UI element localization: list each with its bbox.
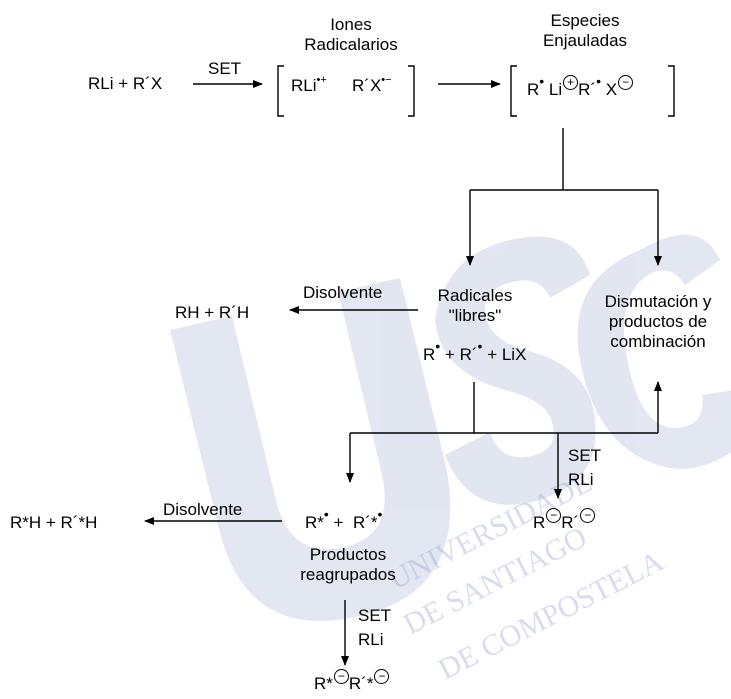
bracket-caged-left — [510, 65, 517, 117]
bracket-caged-right — [668, 65, 675, 117]
ion-rli: RLi•+ — [291, 74, 327, 95]
dismutation-label: Dismutación y productos de combinación — [604, 292, 712, 351]
minus-circle-icon: − — [333, 669, 349, 684]
rli-label-mid: RLi — [568, 470, 594, 489]
set-label-mid: SET — [568, 446, 602, 465]
rearranged-radicals: R*• + R´*• — [305, 506, 383, 532]
rh-product: RH + R´H — [175, 303, 250, 322]
dianion-product: R−R´− — [533, 508, 596, 533]
bracket-ions-right — [408, 65, 415, 117]
star-dianion-product: R*−R´*− — [314, 669, 390, 694]
bracket-ions-left — [277, 65, 284, 117]
minus-circle-icon: − — [546, 508, 562, 523]
watermark-letter-u — [170, 278, 451, 622]
watermark-letter-s — [435, 236, 596, 505]
rli-label-bottom: RLi — [358, 630, 384, 649]
free-radicals-formula: R• + R´• + LiX — [423, 338, 527, 364]
radical-anion-charge: •− — [381, 74, 392, 86]
disolvente-label-2: Disolvente — [163, 500, 243, 519]
star-product: R*H + R´*H — [10, 513, 98, 532]
minus-circle-icon: − — [580, 508, 596, 523]
minus-circle-icon: − — [618, 75, 634, 90]
plus-circle-icon: + — [563, 75, 579, 90]
rearranged-label: Productos reagrupados — [300, 545, 396, 584]
caged-title: Especies Enjauladas — [542, 11, 628, 50]
free-radicals-title: Radicales "libres" — [437, 286, 513, 325]
reactants: RLi + R´X — [88, 74, 163, 93]
ion-rx: R´X•− — [352, 74, 392, 95]
ions-title: Iones Radicalarios — [304, 15, 398, 54]
radical-cation-charge: •+ — [316, 74, 327, 86]
set-label-bottom: SET — [358, 606, 392, 625]
minus-circle-icon: − — [374, 669, 390, 684]
watermark-letter-c — [577, 234, 731, 469]
disolvente-label-1: Disolvente — [303, 283, 383, 302]
caged-species: R• Li+R´• X− — [527, 73, 634, 100]
set-label-top: SET — [208, 59, 242, 78]
